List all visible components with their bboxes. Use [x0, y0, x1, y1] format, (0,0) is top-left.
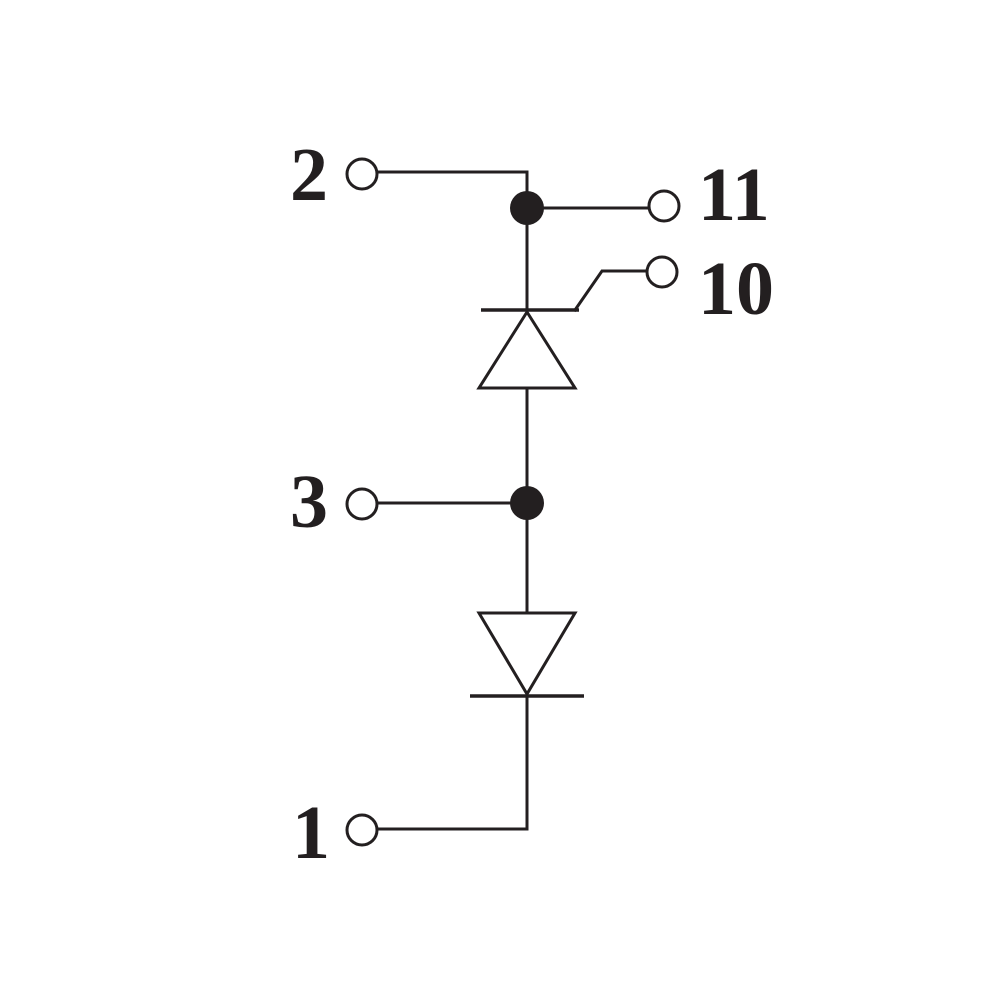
wire-pin-1 [376, 694, 529, 831]
terminal-10-icon [645, 255, 679, 289]
terminal-2-icon [345, 157, 379, 191]
wire-gate-pin-10 [572, 269, 649, 313]
terminal-1-icon [345, 813, 379, 847]
pin-label-3: 3 [290, 460, 328, 544]
thyristor-triangle-icon [476, 309, 578, 390]
wire-pin-2 [376, 170, 529, 210]
pin-label-2: 2 [290, 133, 328, 217]
terminal-11-icon [647, 189, 681, 223]
diode-triangle-icon [476, 611, 578, 697]
pin-label-1: 1 [292, 791, 330, 875]
terminal-3-icon [345, 487, 379, 521]
pin-label-10: 10 [698, 247, 774, 331]
pin-label-11: 11 [698, 153, 770, 237]
